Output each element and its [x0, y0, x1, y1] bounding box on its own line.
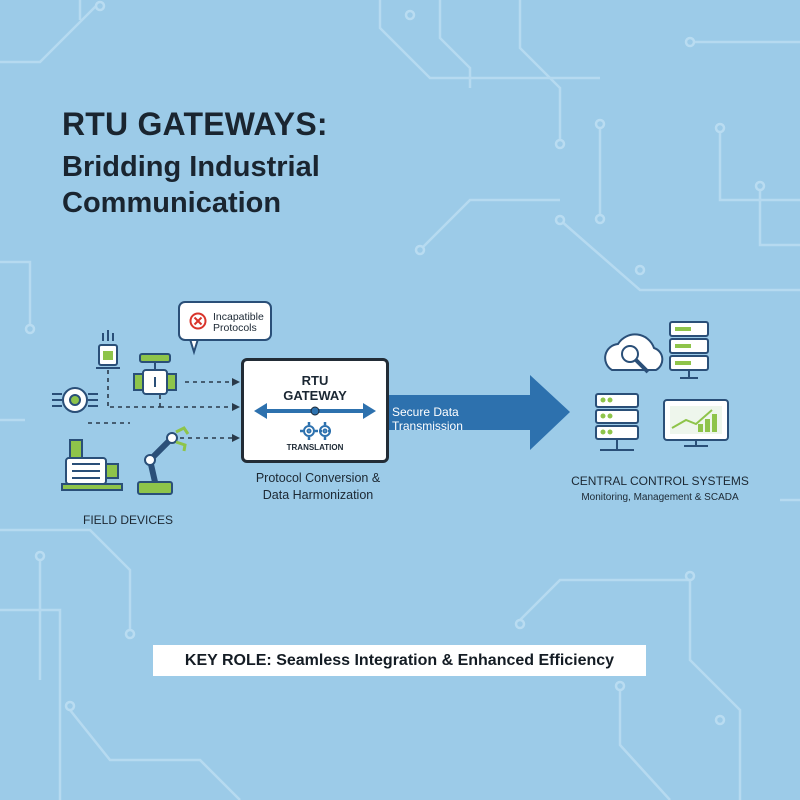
title-line-3: Communication: [62, 187, 282, 219]
pump-motor-icon: [61, 439, 123, 491]
bidirectional-arrow-icon: [254, 403, 376, 419]
gateway-title-line-2: GATEWAY: [283, 388, 347, 403]
gateway-title: RTU GATEWAY: [244, 373, 386, 403]
pipe-valve-icon: [133, 353, 177, 395]
cloud-search-icon: [604, 333, 664, 374]
central-systems-sublabel: Monitoring, Management & SCADA: [581, 492, 739, 503]
central-systems-label: CENTRAL CONTROL SYSTEMS: [571, 474, 749, 488]
field-devices-label: FIELD DEVICES: [82, 513, 174, 527]
transmission-arrow: [389, 375, 570, 450]
gears-icon: [300, 422, 331, 440]
key-role-banner: KEY ROLE: Seamless Integration & Enhance…: [153, 645, 646, 676]
field-connectors: [88, 370, 232, 439]
server-rack-icon: [669, 321, 709, 379]
gateway-caption-line-2: Data Harmonization: [262, 488, 374, 502]
title-line-1: RTU GATEWAYS:: [62, 106, 328, 142]
sensor-icon: [96, 330, 120, 369]
network-server-icon: [595, 393, 639, 451]
robotic-arm-icon: [137, 426, 190, 495]
incompatible-protocols-callout: Incapatible Protocols: [178, 301, 272, 341]
callout-line-1: Incapatible: [213, 311, 264, 323]
translation-label: TRANSLATION: [286, 443, 344, 452]
title-line-2: Bridding Industrial: [62, 151, 320, 183]
page-title: RTU GATEWAYS: Bridding Industrial Commun…: [62, 106, 328, 221]
gateway-title-line-1: RTU: [301, 373, 329, 388]
gateway-caption: Protocol Conversion & Data Harmonization: [238, 470, 398, 504]
gateway-caption-line-1: Protocol Conversion &: [255, 471, 381, 485]
callout-line-2: Protocols: [213, 322, 257, 334]
rtu-gateway-box: RTU GATEWAY TRANSLATION: [241, 358, 389, 463]
callout-text: Incapatible Protocols: [213, 312, 264, 334]
error-x-icon: [189, 312, 207, 330]
transmission-label: Secure Data Transmission: [392, 405, 463, 433]
flow-meter-icon: [52, 387, 98, 413]
monitor-chart-icon: [663, 399, 729, 447]
